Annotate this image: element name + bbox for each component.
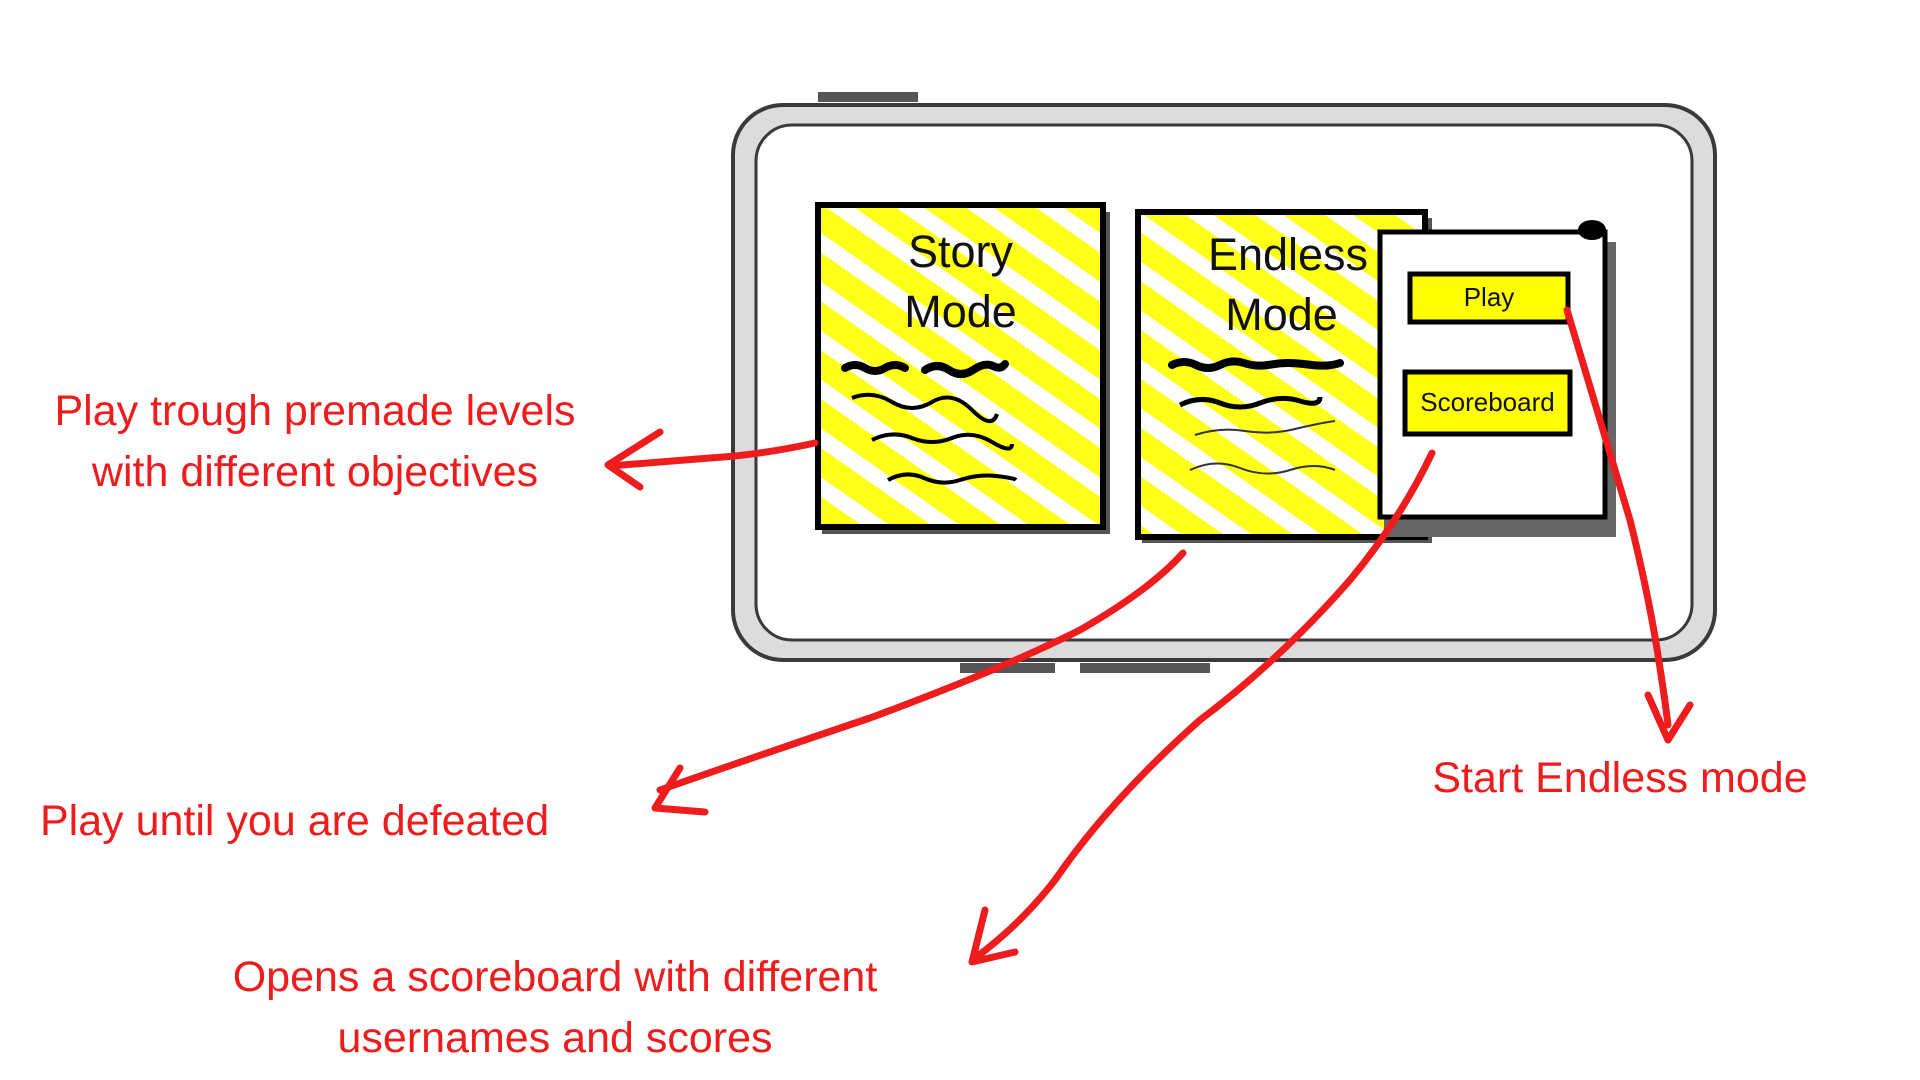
play-annotation-line1: Start Endless mode: [1432, 754, 1808, 802]
endless-popup-menu: [1377, 220, 1616, 537]
arrow-play-head: [1644, 691, 1694, 744]
arrow-endless: [656, 549, 1187, 794]
story-mode-title-line1: Story: [907, 226, 1014, 277]
endless-mode-title-line2: Mode: [1225, 289, 1338, 340]
story-annotation-line2: with different objectives: [91, 448, 539, 496]
scoreboard-button-shape[interactable]: [1402, 369, 1573, 437]
arrow-story-head: [604, 428, 664, 491]
endless-mode-title-line1: Endless: [1207, 229, 1369, 280]
story-description-scribble-4: [887, 472, 1018, 485]
endless-description-scribble-2: [1178, 395, 1323, 410]
scoreboard-button-label[interactable]: Scoreboard: [1420, 387, 1555, 417]
endless-description-scribble-1: [1168, 357, 1344, 372]
endless-description-scribble-3: [1194, 420, 1336, 436]
story-description-scribble-2: [851, 392, 999, 423]
endless-description-scribble-4: [1189, 462, 1336, 475]
story-annotation-line1: Play trough premade levels: [54, 387, 576, 435]
annotation-arrows: [604, 306, 1694, 966]
scoreboard-annotation-line2: usernames and scores: [337, 1014, 773, 1062]
arrow-story: [606, 439, 819, 470]
arrow-scoreboard: [971, 449, 1436, 962]
endless-annotation-line1: Play until you are defeated: [40, 797, 550, 845]
popup-close-dot[interactable]: [1578, 220, 1606, 240]
story-mode-card[interactable]: [815, 202, 1110, 534]
story-mode-title-line2: Mode: [904, 286, 1017, 337]
play-button-label[interactable]: Play: [1463, 282, 1515, 312]
play-button-shape[interactable]: [1407, 271, 1571, 325]
story-description-scribble-3: [871, 432, 1014, 451]
arrow-play: [1563, 306, 1672, 729]
scoreboard-annotation-line1: Opens a scoreboard with different: [232, 953, 878, 1001]
arrow-scoreboard-head: [968, 906, 1019, 966]
story-description-scribble-1: [841, 360, 1009, 378]
arrow-endless-head: [651, 764, 709, 816]
